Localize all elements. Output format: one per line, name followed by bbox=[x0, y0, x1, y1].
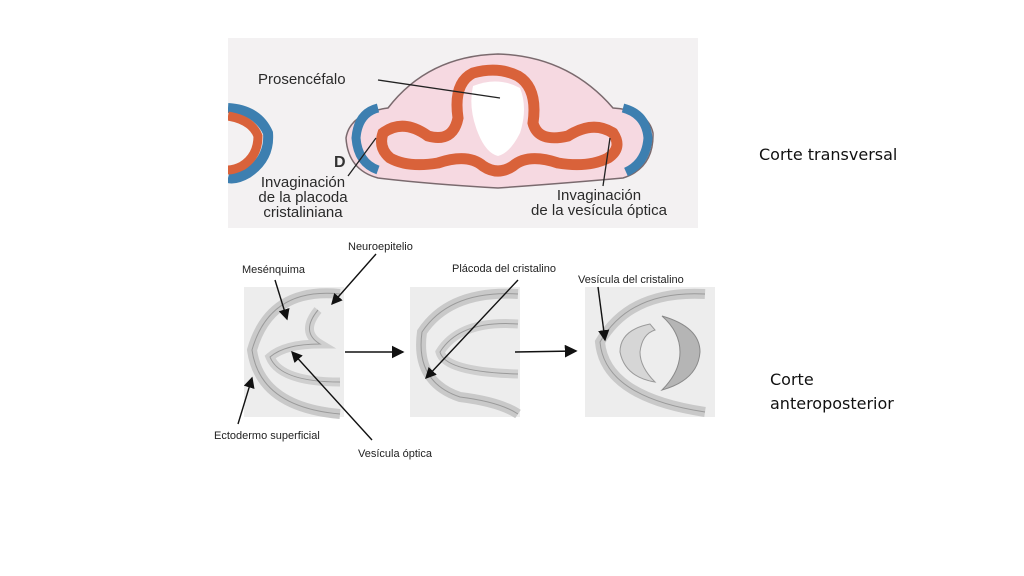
vesicula-pointer bbox=[602, 137, 611, 187]
left-partial-ectoderm bbox=[226, 103, 274, 184]
ectodermo-arrow bbox=[237, 376, 255, 425]
stage-2-to-3-arrow bbox=[514, 344, 578, 358]
label-placoda-line1: Invaginación bbox=[260, 174, 346, 191]
label-placoda-line3: cristaliniana bbox=[263, 204, 343, 221]
stage-3-drawing bbox=[585, 287, 715, 417]
label-placoda-block: Invaginación de la placoda cristaliniana bbox=[228, 175, 378, 220]
label-placoda-line2: de la placoda bbox=[258, 189, 348, 206]
label-placoda-cristalino: Plácoda del cristalino bbox=[452, 263, 556, 275]
label-prosencefalo: Prosencéfalo bbox=[258, 71, 346, 88]
label-panel-letter: D bbox=[334, 154, 346, 171]
transverse-section-figure: Prosencéfalo D Invaginación de la placod… bbox=[226, 38, 698, 228]
left-partial-neural bbox=[227, 111, 263, 175]
prosencefalo-pointer bbox=[377, 79, 501, 99]
right-ectoderm bbox=[621, 103, 653, 177]
transverse-section-drawing bbox=[226, 53, 654, 189]
stage-2-drawing bbox=[410, 287, 521, 419]
label-corte-antero-line2: anteroposterior bbox=[770, 394, 894, 413]
label-vesicula-cristalino: Vesícula del cristalino bbox=[578, 274, 684, 286]
neural-lumen bbox=[471, 81, 524, 156]
left-ectoderm bbox=[351, 103, 380, 175]
label-ectodermo: Ectodermo superficial bbox=[214, 430, 320, 442]
placoda-pointer bbox=[347, 137, 377, 177]
label-corte-transversal: Corte transversal bbox=[759, 145, 898, 164]
label-vesicula-line2: de la vesícula óptica bbox=[531, 202, 667, 219]
vesicula-optica-arrow bbox=[291, 350, 373, 441]
vesicula-cristalino-arrow bbox=[597, 286, 610, 342]
anteroposterior-section-figure: Mesénquima Neuroepitelio Ectodermo super… bbox=[200, 232, 720, 472]
anteroposterior-drawing bbox=[237, 253, 715, 441]
label-corte-antero-line1: Corte bbox=[770, 370, 814, 389]
stage-1-drawing bbox=[244, 287, 344, 419]
neural-tube bbox=[376, 64, 623, 177]
label-corte-anteroposterior: Corte anteroposterior bbox=[770, 368, 894, 416]
placoda-cristalino-arrow bbox=[425, 279, 519, 380]
label-neuroepitelio: Neuroepitelio bbox=[348, 241, 413, 253]
label-vesicula-optica: Vesícula óptica bbox=[358, 448, 432, 460]
mesenquima-arrow bbox=[274, 279, 290, 321]
label-vesicula-line1: Invaginación bbox=[556, 187, 642, 204]
neuroepitelio-arrow bbox=[331, 253, 377, 306]
label-vesicula-block: Invaginación de la vesícula óptica bbox=[504, 188, 694, 218]
label-mesenquima: Mesénquima bbox=[242, 264, 305, 276]
